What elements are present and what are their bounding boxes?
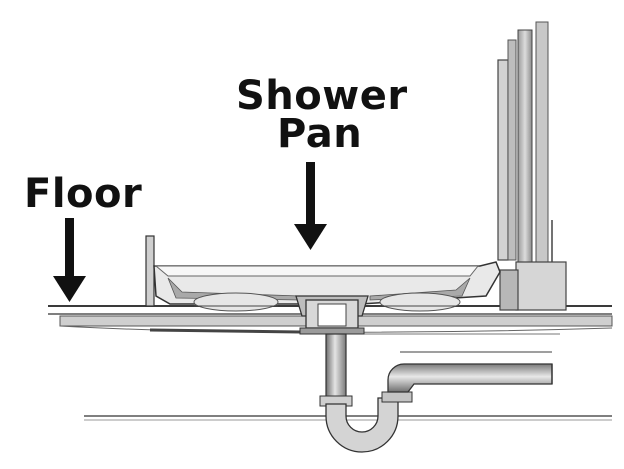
down-arrow-icon: [53, 218, 86, 302]
floor-label: Floor: [24, 171, 143, 217]
p-trap-pipe: [319, 333, 553, 453]
shower-pan-basin: [145, 235, 501, 312]
shower-pan-label-line2: Pan: [277, 111, 363, 157]
joist-lines: [84, 351, 612, 421]
wall-section: [497, 21, 567, 311]
drain-body: [295, 295, 369, 335]
shower-pan-label-line1: Shower: [236, 73, 408, 119]
down-arrow-icon: [294, 162, 327, 250]
